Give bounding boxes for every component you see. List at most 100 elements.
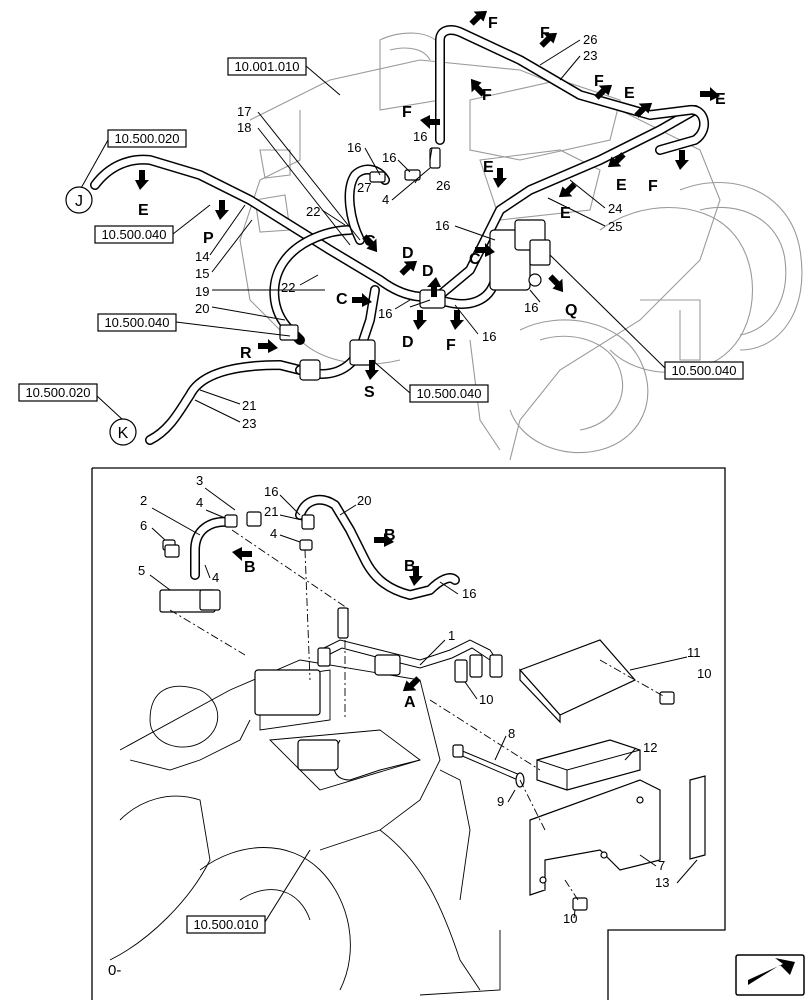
svg-text:R: R [240,345,252,362]
svg-text:10: 10 [479,692,493,707]
svg-text:12: 12 [643,740,657,755]
svg-text:16: 16 [382,150,396,165]
svg-text:27: 27 [357,180,371,195]
svg-text:S: S [364,384,375,401]
svg-text:26: 26 [436,178,450,193]
svg-text:4: 4 [270,526,277,541]
svg-text:B: B [384,527,396,544]
svg-text:21: 21 [242,398,256,413]
ref-box-10.500.040-c[interactable]: 10.500.040 [409,384,489,403]
svg-text:8: 8 [508,726,515,741]
svg-text:F: F [648,178,658,195]
svg-text:C: C [336,291,348,308]
svg-text:4: 4 [382,192,389,207]
ref-box-10.500.010[interactable]: 10.500.010 [186,915,266,934]
ref-label: 10.500.040 [101,227,166,242]
svg-text:6: 6 [140,518,147,533]
svg-text:C: C [364,233,376,250]
svg-text:E: E [624,85,635,102]
svg-text:B: B [244,559,256,576]
svg-text:E: E [616,177,627,194]
svg-text:E: E [483,159,494,176]
view-arrows-upper [135,10,720,380]
svg-text:D: D [422,263,434,280]
svg-text:5: 5 [138,563,145,578]
ref-label: 10.500.010 [193,917,258,932]
svg-text:F: F [488,15,498,32]
svg-text:17: 17 [237,104,251,119]
numbers-lower: 3 2 4 6 4 5 16 21 20 4 16 1 10 11 10 8 1… [138,473,711,926]
svg-text:16: 16 [347,140,361,155]
svg-text:10: 10 [563,911,577,926]
svg-text:D: D [402,334,414,351]
ref-box-10.500.040-d[interactable]: 10.500.040 [664,361,744,380]
svg-text:23: 23 [242,416,256,431]
svg-text:E: E [560,205,571,222]
view-letters-upper: F F F F F F F E E E E E E P C C C D D D … [138,15,726,401]
svg-text:19: 19 [195,284,209,299]
lower-parts [159,511,706,911]
svg-text:15: 15 [195,266,209,281]
svg-text:7: 7 [658,858,665,873]
numbers-upper: 17 18 16 16 27 26 4 16 22 22 14 15 19 20… [195,32,622,431]
svg-text:26: 26 [583,32,597,47]
view-arrows-lower [232,533,423,692]
svg-text:D: D [402,245,414,262]
svg-text:F: F [446,337,456,354]
svg-text:18: 18 [237,120,251,135]
svg-text:20: 20 [195,301,209,316]
svg-text:F: F [540,25,550,42]
svg-text:14: 14 [195,249,209,264]
svg-text:4: 4 [196,495,203,510]
svg-text:10: 10 [697,666,711,681]
ref-label: 10.500.020 [25,385,90,400]
hose-lines-upper [90,25,709,445]
svg-text:1: 1 [448,628,455,643]
connector-j: J [65,186,93,214]
svg-text:2: 2 [140,493,147,508]
svg-text:16: 16 [524,300,538,315]
svg-text:24: 24 [608,201,622,216]
svg-text:3: 3 [196,473,203,488]
svg-text:20: 20 [357,493,371,508]
svg-text:16: 16 [264,484,278,499]
ref-box-10.500.040-a[interactable]: 10.500.040 [94,225,174,244]
svg-text:22: 22 [281,280,295,295]
lower-frame [91,467,726,1000]
leader-lines-lower [149,487,698,923]
svg-text:E: E [138,202,149,219]
svg-text:16: 16 [462,586,476,601]
svg-text:P: P [203,230,214,247]
svg-text:F: F [402,104,412,121]
svg-text:11: 11 [687,645,701,660]
svg-text:K: K [118,425,129,442]
svg-text:9: 9 [497,794,504,809]
sheet-marker: 0- [108,962,121,979]
svg-text:E: E [715,91,726,108]
svg-text:23: 23 [583,48,597,63]
svg-text:13: 13 [655,875,669,890]
ref-box-10.500.040-b[interactable]: 10.500.040 [97,313,177,332]
svg-text:C: C [469,251,481,268]
ref-label: 10.500.020 [114,131,179,146]
navigation-arrow-icon[interactable] [735,954,805,996]
ref-label: 10.001.010 [234,59,299,74]
ref-label: 10.500.040 [104,315,169,330]
ref-box-10.500.020-bottom[interactable]: 10.500.020 [18,383,98,402]
dashed-guides-lower [169,529,666,901]
leader-lines-upper [194,39,606,423]
svg-text:A: A [404,694,416,711]
ref-box-10.001.010[interactable]: 10.001.010 [227,57,307,76]
svg-text:22: 22 [306,204,320,219]
connector-k: K [109,418,137,446]
ref-box-10.500.020-top[interactable]: 10.500.020 [107,129,187,148]
view-letters-lower: B B B A [244,527,416,711]
svg-text:4: 4 [212,570,219,585]
svg-text:F: F [594,73,604,90]
svg-text:16: 16 [413,129,427,144]
valve-block-upper [279,147,551,381]
svg-text:Q: Q [565,302,577,319]
ref-label: 10.500.040 [416,386,481,401]
svg-text:21: 21 [264,504,278,519]
